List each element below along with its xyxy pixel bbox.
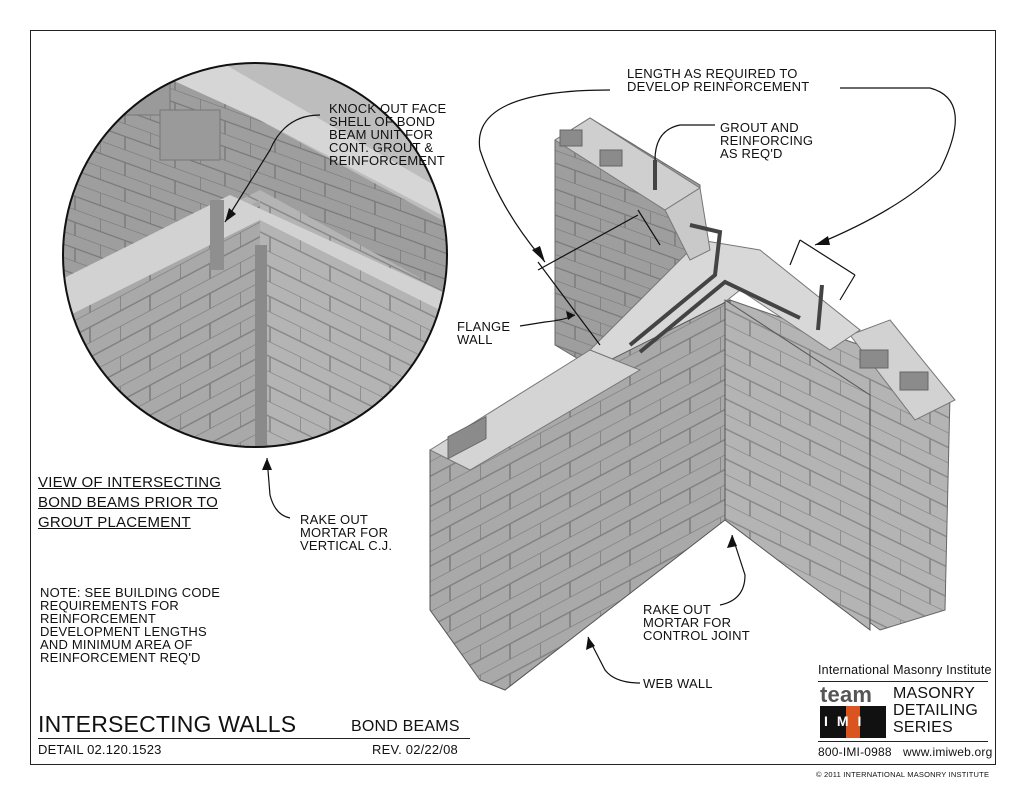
- logo-divider-top: [818, 681, 988, 682]
- grout-callout: GROUT AND REINFORCING AS REQ'D: [720, 120, 814, 161]
- drawing-title: INTERSECTING WALLS: [38, 711, 297, 737]
- team-wordmark: team: [820, 682, 873, 707]
- org-name: International Masonry Institute: [818, 663, 992, 677]
- arrowheads: [225, 208, 830, 650]
- drawing-subtitle: BOND BEAMS: [351, 718, 460, 735]
- title-divider: [38, 738, 470, 739]
- view-caption: VIEW OF INTERSECTING BOND BEAMS PRIOR TO…: [38, 474, 222, 531]
- magnified-view: [62, 62, 448, 448]
- drawing-frame: [30, 30, 996, 765]
- web-wall-label: WEB WALL: [643, 676, 713, 691]
- length-callout: LENGTH AS REQUIRED TO DEVELOP REINFORCEM…: [627, 66, 810, 94]
- flange-wall-label: FLANGE WALL: [457, 319, 511, 347]
- website: www.imiweb.org: [903, 745, 993, 759]
- logo-divider-bottom: [818, 741, 988, 742]
- leader-lines: [224, 87, 956, 684]
- trowel-icon: [846, 706, 860, 738]
- knockout-callout: KNOCK OUT FACE SHELL OF BOND BEAM UNIT F…: [329, 101, 447, 168]
- series-line-2: DETAILING: [893, 702, 979, 719]
- rake-vertical-callout: RAKE OUT MORTAR FOR VERTICAL C.J.: [300, 512, 393, 553]
- code-note: NOTE: SEE BUILDING CODE REQUIREMENTS FOR…: [40, 585, 221, 665]
- revision-date: REV. 02/22/08: [372, 742, 458, 757]
- phone-number: 800-IMI-0988: [818, 745, 892, 759]
- detail-number: DETAIL 02.120.1523: [38, 742, 162, 757]
- rake-control-callout: RAKE OUT MORTAR FOR CONTROL JOINT: [643, 602, 750, 643]
- copyright: © 2011 INTERNATIONAL MASONRY INSTITUTE: [816, 770, 990, 779]
- series-line-3: SERIES: [893, 719, 953, 736]
- imi-logo-mark: IMI: [820, 706, 886, 738]
- imi-wordmark: IMI: [824, 713, 871, 729]
- wall-assembly: [428, 117, 956, 691]
- series-line-1: MASONRY: [893, 685, 976, 702]
